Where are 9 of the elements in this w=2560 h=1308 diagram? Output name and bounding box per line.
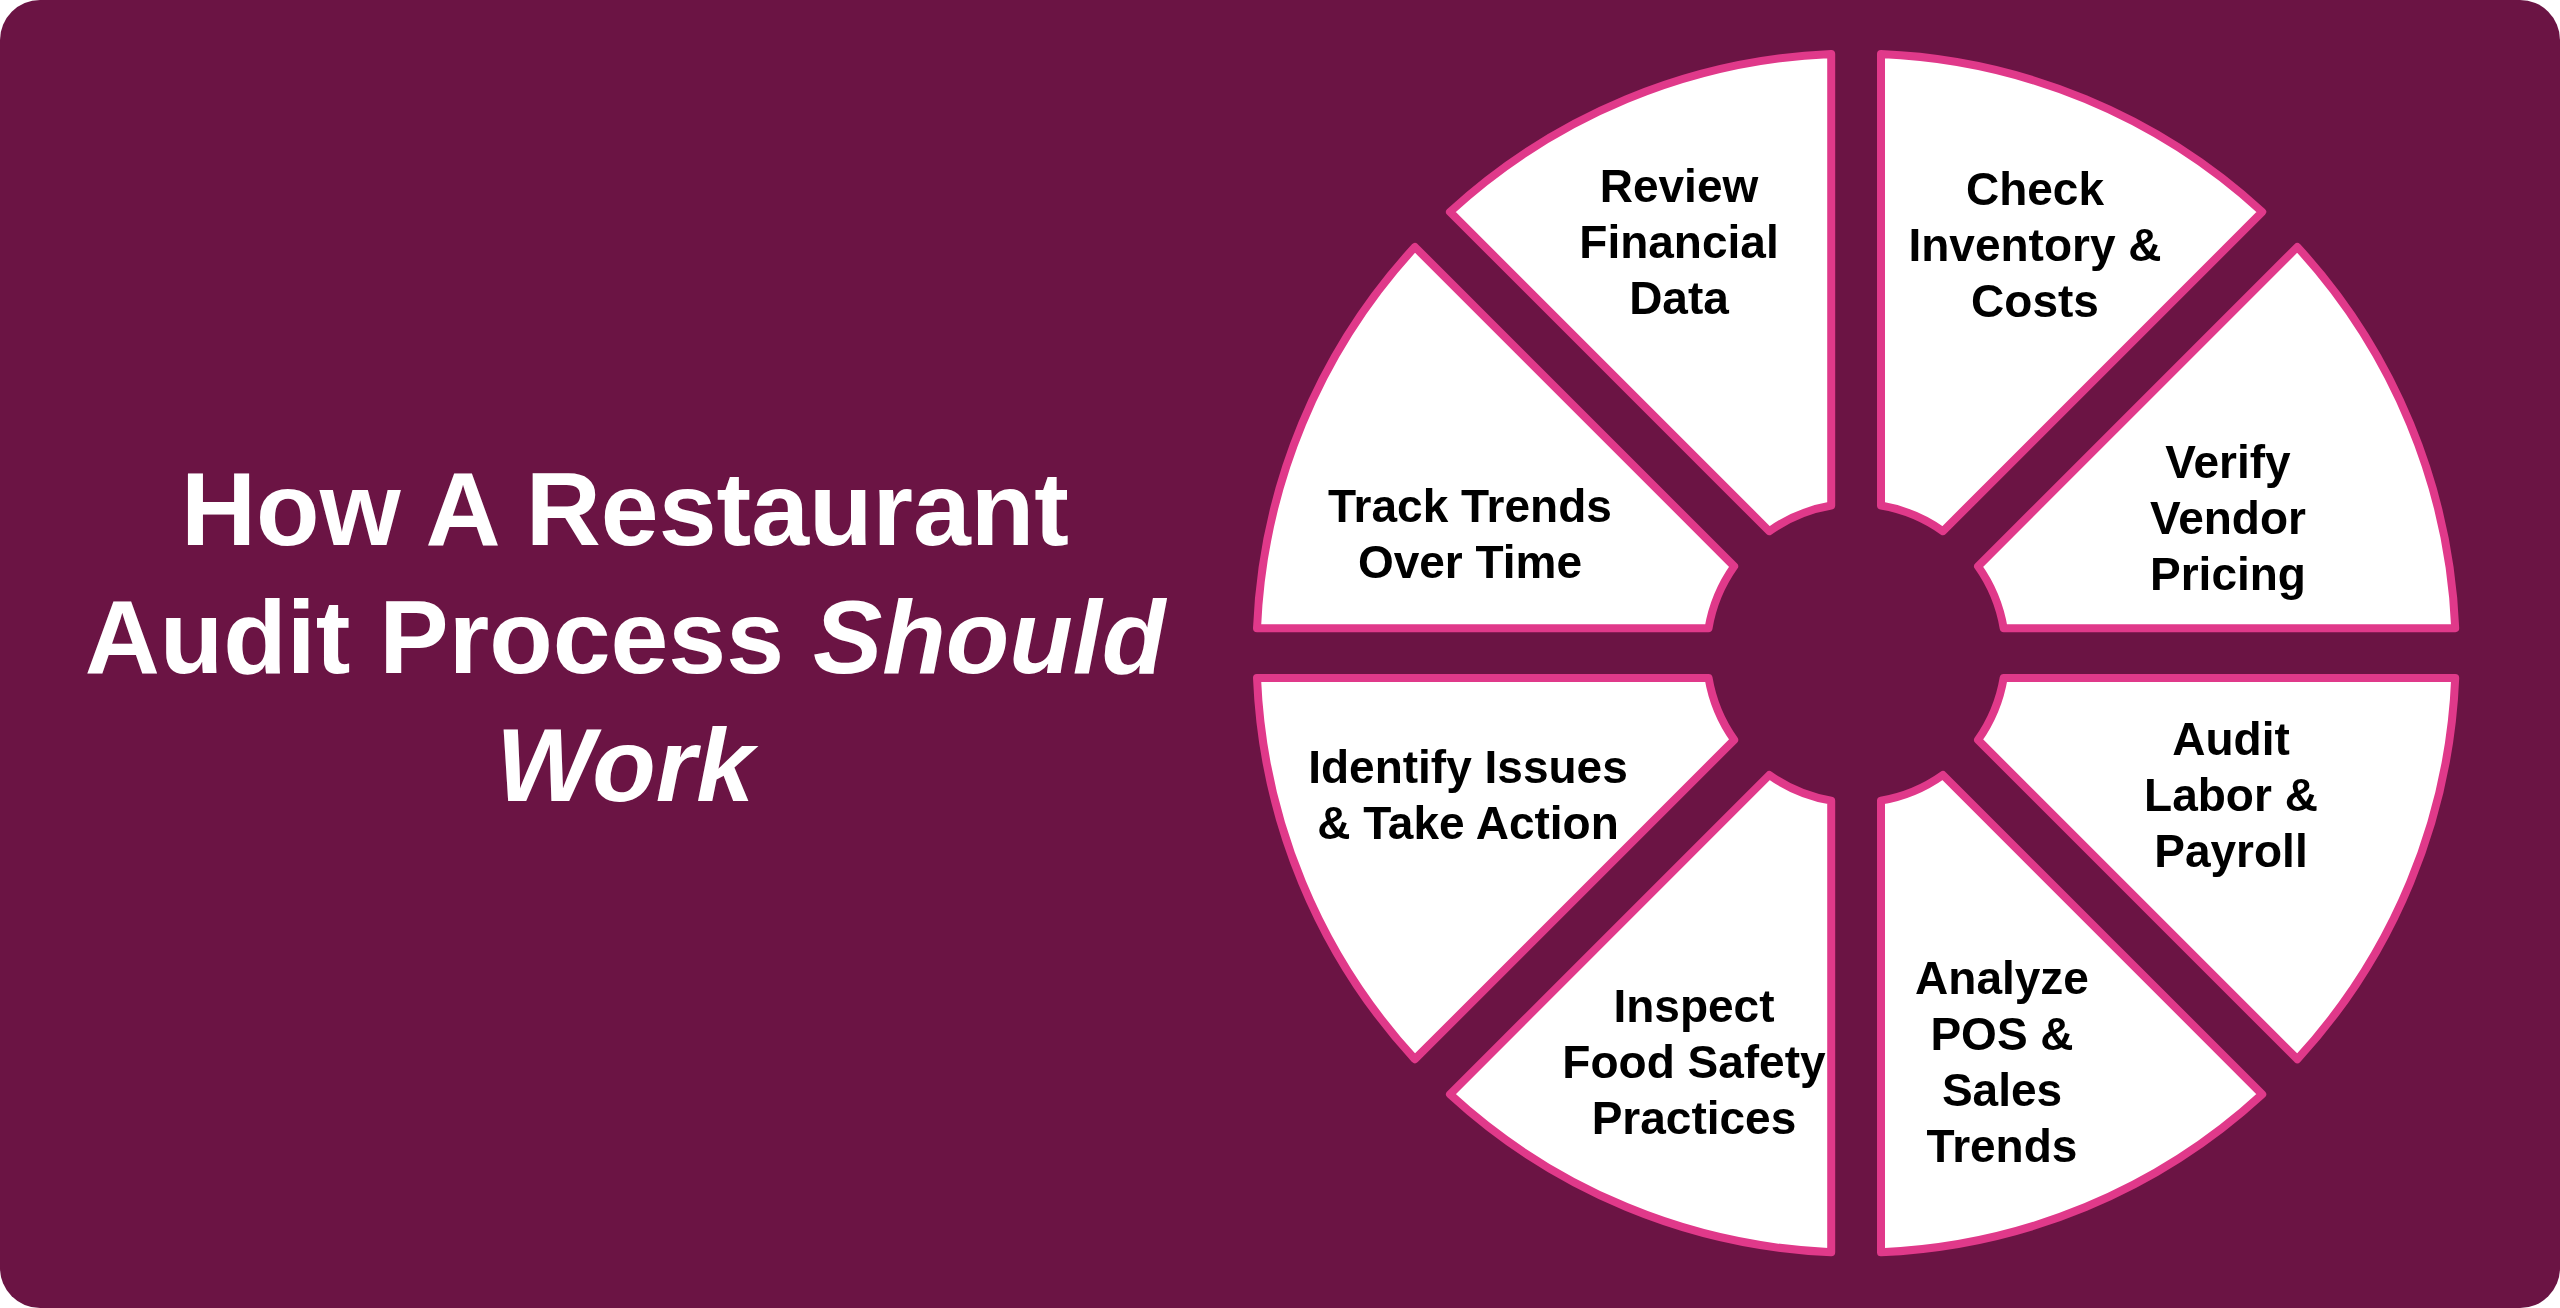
segment-label: Review Financial Data xyxy=(1578,159,1780,326)
segment-label: Check Inventory & Costs xyxy=(1907,162,2163,329)
segment-label: Identify Issues & Take Action xyxy=(1307,740,1629,851)
segment-label: Verify Vendor Pricing xyxy=(2149,435,2307,602)
title: How A Restaurant Audit Process Should Work xyxy=(83,450,1168,825)
segment-label: Analyze POS & Sales Trends xyxy=(1914,951,2090,1174)
segment-label: Inspect Food Safety Practices xyxy=(1561,979,1827,1146)
segment-label: Track Trends Over Time xyxy=(1327,479,1613,590)
segment-label: Audit Labor & Payroll xyxy=(2143,712,2319,879)
